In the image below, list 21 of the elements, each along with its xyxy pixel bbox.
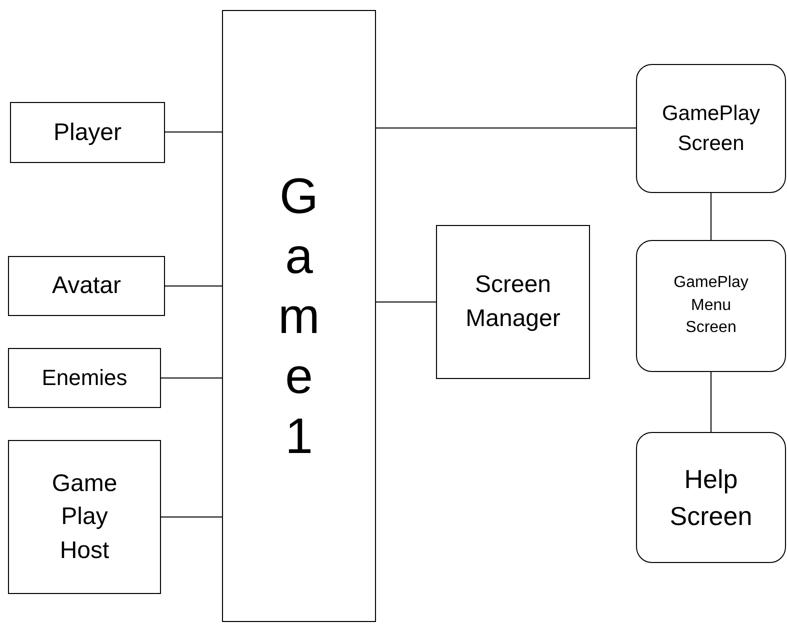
node-label: GamePlay Menu Screen xyxy=(672,273,750,338)
screen-box xyxy=(636,64,786,193)
class-box xyxy=(436,225,590,379)
node-label: Screen Manager xyxy=(464,270,562,334)
class-box xyxy=(8,440,161,594)
node-label: Avatar xyxy=(52,271,121,302)
game-box xyxy=(222,10,376,622)
screen-box xyxy=(636,240,786,372)
class-box xyxy=(10,102,165,163)
connector-line xyxy=(710,192,712,240)
class-box xyxy=(8,348,161,408)
node-label: Player xyxy=(53,118,122,148)
node-label: GamePlay Screen xyxy=(660,101,762,156)
screen-box xyxy=(636,432,786,563)
node-label: Game 1 xyxy=(277,167,321,466)
node-label: Help Screen xyxy=(668,463,754,532)
node-label: Enemies xyxy=(42,364,128,392)
connector-line xyxy=(710,372,712,432)
class-box xyxy=(8,256,165,316)
connector-line xyxy=(160,516,222,518)
node-label: Game Play Host xyxy=(50,468,118,566)
